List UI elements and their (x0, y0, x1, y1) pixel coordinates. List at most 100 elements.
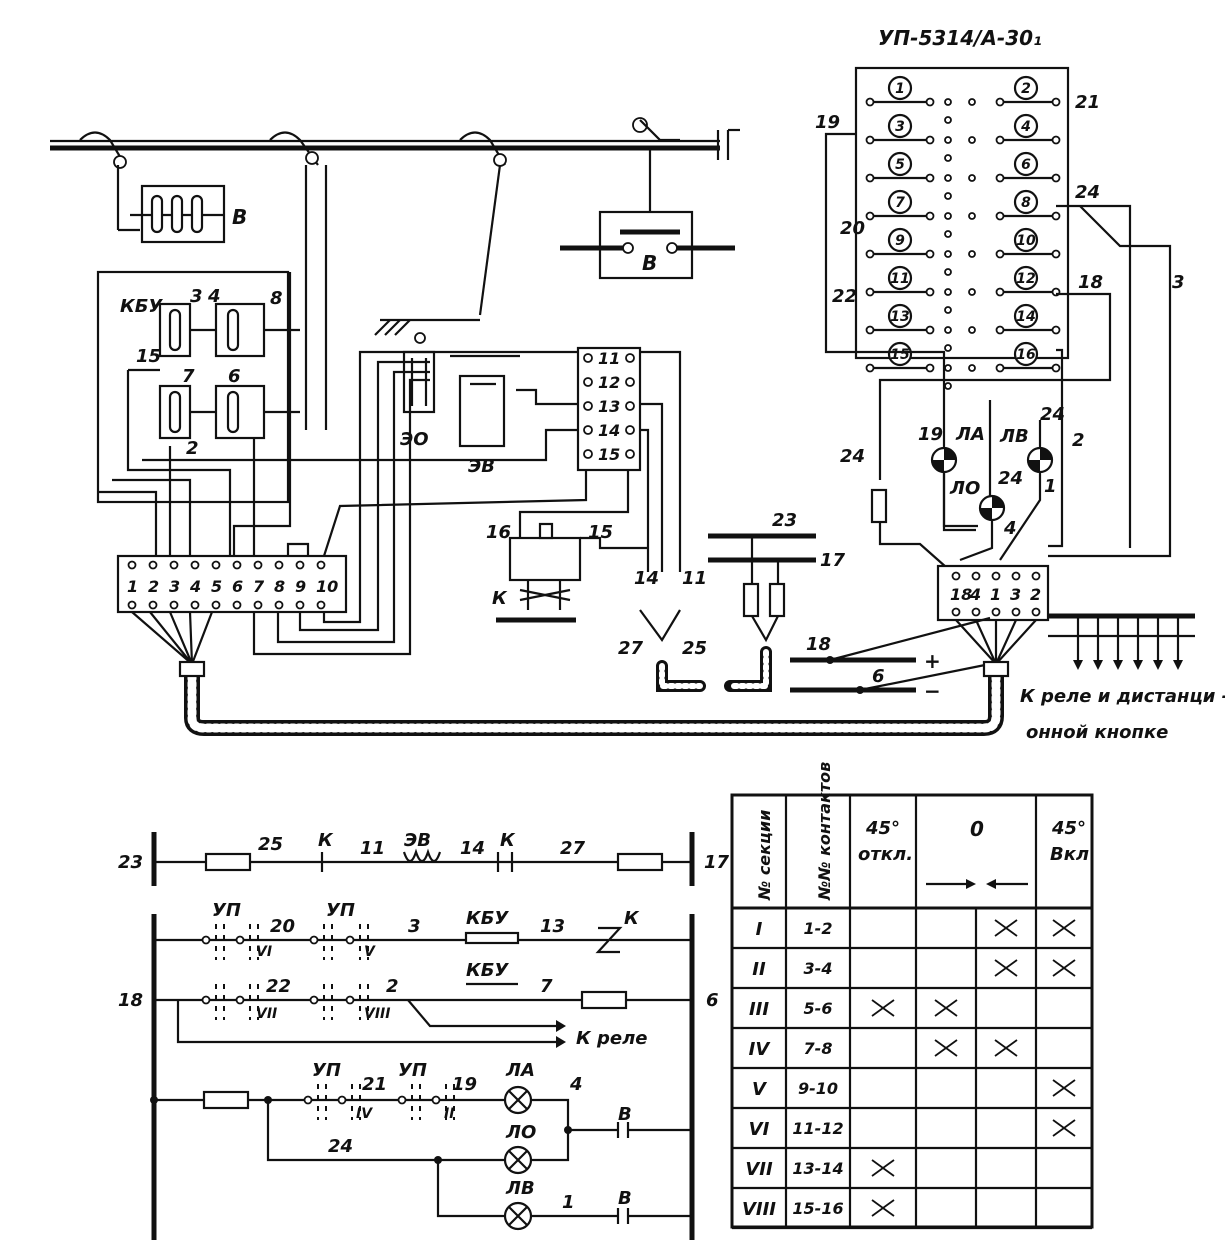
table-contacts-cell: 5-6 (804, 999, 833, 1018)
terminal-left-label: 9 (295, 577, 306, 596)
up-contact-label: 3 (895, 119, 905, 135)
table-x-mark (871, 1199, 895, 1217)
lamp-lo: ЛО 24 4 (949, 468, 1023, 539)
aux-contact-block-b-right: В (560, 210, 735, 280)
table-x-mark (1052, 1119, 1076, 1137)
table-x-mark (994, 1039, 1018, 1057)
lower-ev: ЭВ (404, 830, 431, 851)
battery-bus: 18 6 + − (790, 616, 991, 703)
r3-1: 1 (562, 1192, 575, 1213)
bus-minus: − (924, 679, 941, 703)
r3-19: 19 (452, 1074, 477, 1095)
up-contact-label: 8 (1021, 195, 1031, 211)
table-header-on-bot: Вкл (1050, 844, 1089, 865)
r3-24: 24 (328, 1136, 353, 1157)
terminal-left-label: 6 (232, 577, 243, 596)
up-contact-label: 14 (1016, 309, 1035, 325)
lamp-lv-wire: 24 (1040, 404, 1065, 425)
r1-kbu: КБУ (466, 908, 509, 929)
table-x-mark (871, 1159, 895, 1177)
kbu-num-4: 4 (207, 286, 221, 307)
kbu-num-7: 7 (182, 366, 195, 387)
terminal-right-label: 4 (969, 585, 981, 604)
signal-lamps: ЛА 19 ЛВ 24 2 1 ЛО 24 4 24 (840, 400, 1085, 576)
resistor-24 (202, 1090, 250, 1110)
lower-k1: К (318, 830, 334, 851)
bus-wire-6: 6 (872, 666, 885, 687)
r3-lv: ЛВ (505, 1178, 535, 1199)
r2-roman-vii: VII (256, 1006, 277, 1022)
aux-contact-block-b-top: В (130, 184, 247, 244)
lamp-lv-wire2: 2 (1072, 430, 1085, 451)
up-contact-label: 9 (895, 233, 905, 249)
k-wire-16: 16 (486, 522, 511, 543)
table-contacts-cell: 9-10 (798, 1079, 838, 1098)
relay-terminal-label: 15 (598, 445, 620, 464)
r3-4: 4 (569, 1074, 583, 1095)
bus-plus: + (924, 649, 941, 673)
fuses-23-17: 23 17 27 25 14 11 (618, 510, 846, 692)
kbu-label: КБУ (120, 296, 163, 317)
terminal-right-label: 2 (1030, 585, 1041, 604)
conn-wire-11: 11 (682, 568, 707, 589)
up-contact-label: 16 (1016, 347, 1036, 363)
lower-27: 27 (560, 838, 586, 859)
up-wire-3: 3 (1172, 272, 1185, 293)
lower-14: 14 (460, 838, 485, 859)
r1-up2: УП (326, 900, 355, 921)
terminal-left-label: 1 (127, 577, 138, 596)
up-wire-19: 19 (815, 112, 840, 133)
table-header-contacts: №№ контактов (815, 762, 834, 901)
r1-20: 20 (270, 916, 295, 937)
r1-roman-vi: VI (256, 944, 272, 960)
switch-model: УП-5314/А-30₁ (878, 26, 1042, 50)
r2-22: 22 (266, 976, 291, 997)
up-wire-21: 21 (1075, 92, 1100, 113)
table-contacts-cell: 7-8 (804, 1039, 833, 1058)
table-header-section: № секции (755, 810, 774, 901)
up-contact-label: 2 (1021, 81, 1031, 97)
table-x-mark (994, 959, 1018, 977)
resistor-27 (616, 852, 664, 872)
table-section-cell: II (752, 959, 766, 980)
lower-schematic: 23 25 К 11 ЭВ 14 К 27 17 УП УП 20 3 КБУ … (118, 830, 730, 1240)
table-section-cell: I (756, 919, 763, 940)
up-contact-label: 10 (1016, 233, 1036, 249)
r2-to-relay: К реле (576, 1028, 647, 1049)
terminal-right-label: 3 (1010, 585, 1021, 604)
r3-up2: УП (398, 1060, 427, 1081)
coil-ev (402, 848, 442, 863)
main-cable (131, 611, 1037, 736)
resistor-top (870, 488, 888, 524)
kbu-num-2: 2 (186, 438, 199, 459)
table-section-cell: VII (745, 1159, 773, 1180)
terminal-left-label: 4 (189, 577, 201, 596)
r1-up1: УП (212, 900, 241, 921)
table-x-mark (871, 999, 895, 1017)
table-x-mark (1052, 919, 1076, 937)
eo-label: ЭО (400, 429, 429, 450)
to-relay-text-1: К реле и дистанци - (1020, 686, 1225, 707)
r2-18: 18 (118, 990, 143, 1011)
table-header-off-top: 45° (865, 818, 900, 839)
top-wiring (98, 272, 682, 656)
table-header-on-top: 45° (1051, 818, 1086, 839)
up-contact-label: 1 (895, 81, 905, 97)
lamp-lv-label: ЛВ (999, 426, 1029, 447)
up-contact-label: 4 (1020, 119, 1031, 135)
lamp-lo-wire4: 4 (1003, 518, 1017, 539)
kbu-num-8: 8 (270, 288, 283, 309)
ev-label: ЭВ (468, 456, 495, 477)
r3-b1: В (618, 1104, 632, 1125)
table-section-cell: III (749, 999, 769, 1020)
lower-23: 23 (118, 852, 143, 873)
lamp-lv: ЛВ 24 2 1 (999, 404, 1085, 497)
lamp-la: ЛА 19 (918, 424, 985, 474)
up-wire-18: 18 (1078, 272, 1103, 293)
lamp-lv-wire1: 1 (1044, 476, 1057, 497)
terminal-right-label: 18 (950, 585, 972, 604)
up-contact-label: 5 (895, 157, 905, 173)
r2-2: 2 (386, 976, 399, 997)
